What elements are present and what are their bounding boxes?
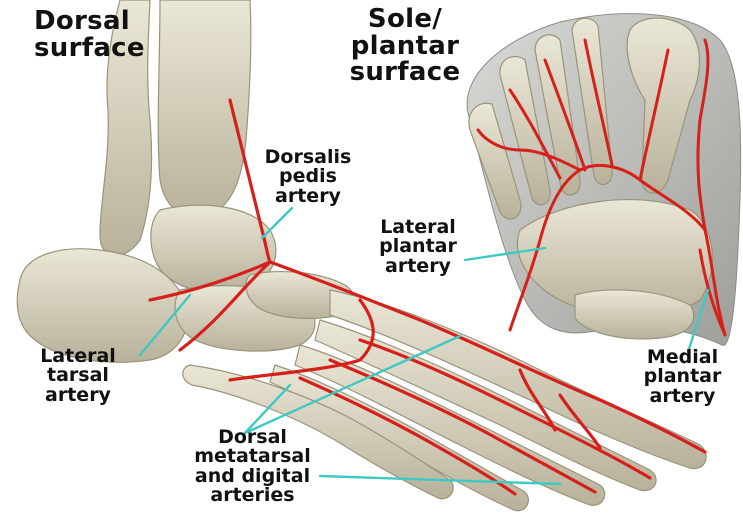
plantar-title-line: Sole/ (330, 6, 480, 33)
plantar-surface-title: Sole/ plantar surface (330, 6, 480, 86)
plantar-title-line: plantar (330, 33, 480, 60)
plantar-foot (467, 14, 741, 346)
label-line: artery (368, 257, 468, 276)
label-line: plantar (630, 367, 735, 386)
label-lateral-tarsal-artery: Lateral tarsal artery (28, 347, 128, 405)
label-medial-plantar-artery: Medial plantar artery (630, 348, 735, 406)
label-dorsal-metatarsal-and-digital-arteries: Dorsal metatarsal and digital arteries (180, 428, 325, 506)
label-line: tarsal (28, 366, 128, 385)
plantar-title-line: surface (330, 59, 480, 86)
dorsal-title-line: surface (34, 35, 145, 62)
label-line: artery (630, 387, 735, 406)
label-line: pedis (248, 167, 368, 186)
label-line: plantar (368, 237, 468, 256)
dorsal-title-line: Dorsal (34, 8, 145, 35)
label-dorsalis-pedis-artery: Dorsalis pedis artery (248, 148, 368, 206)
label-lateral-plantar-artery: Lateral plantar artery (368, 218, 468, 276)
label-line: artery (28, 386, 128, 405)
label-line: metatarsal (180, 447, 325, 466)
leader-dorsalis-pedis (262, 208, 292, 238)
label-line: artery (248, 187, 368, 206)
label-line: arteries (180, 486, 325, 505)
dorsal-surface-title: Dorsal surface (34, 8, 145, 61)
tarsal-bones (17, 205, 355, 362)
